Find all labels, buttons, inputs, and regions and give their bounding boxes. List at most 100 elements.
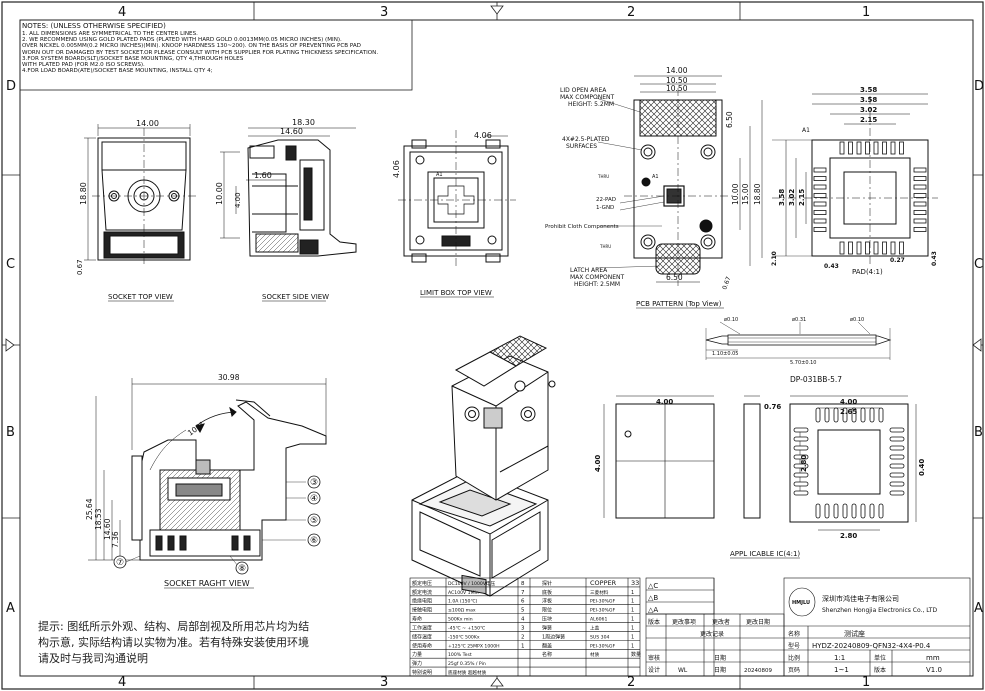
ic-pad	[793, 481, 809, 487]
bom-part-material: AL6061	[590, 617, 607, 623]
pcb-plated-label: 4X#2.5-PLATED	[562, 136, 610, 143]
bom-part-material: PEI-30%GF	[590, 599, 615, 605]
bom-spec-value: +125℃ 25MPX 1000H	[448, 643, 500, 649]
pcb-width-dim-2: 10.50	[666, 76, 688, 85]
page-label: 页码	[788, 666, 800, 674]
bom-part-name: 翻盖	[542, 642, 552, 649]
bom-part-qty: 1	[631, 643, 634, 649]
pad-mark	[899, 241, 904, 255]
ic-pad	[815, 503, 821, 519]
zone-row-b-right: B	[974, 425, 983, 440]
bom-spec-key: 弹力	[412, 660, 422, 667]
version-value: V1.0	[926, 666, 942, 674]
top-bottom-dim: 0.67	[76, 259, 84, 275]
ic-pad	[824, 503, 830, 519]
ic-pad	[860, 503, 866, 519]
model-label: 型号	[788, 642, 800, 650]
rev-header-version: 版本	[648, 618, 660, 626]
limit-box-height-dim: 4.06	[392, 160, 401, 178]
pad-dim-e: 0.43	[824, 263, 839, 270]
bom-part-number: 1	[521, 643, 525, 649]
bom-part-number: 2	[521, 634, 525, 640]
pcb-latch-label-2: MAX COMPONENT	[570, 274, 624, 281]
pad-mark	[839, 141, 845, 155]
zone-col-4-bottom: 4	[118, 675, 126, 690]
pad-mark	[873, 141, 879, 155]
pad-dim-g: 0.43	[931, 251, 938, 266]
zone-col-3-top: 3	[380, 5, 388, 20]
pad-dim-c: 3.02	[860, 106, 877, 114]
title-block	[783, 577, 971, 677]
pcb-pattern-view	[595, 75, 763, 286]
bom-spec-key: 储存温度	[412, 633, 432, 640]
pcb-height-dim-2: 10.00	[731, 183, 740, 205]
pad-mark	[848, 241, 853, 255]
ic2-height-dim: 2.80	[800, 455, 808, 472]
pcb-pattern-title: PCB PATTERN (Top View)	[636, 300, 722, 308]
callout-8: ⑧	[238, 564, 246, 574]
ic-pad	[815, 407, 821, 423]
zone-row-d-right: D	[974, 79, 984, 94]
pad-dim-v1: 3.58	[778, 189, 786, 206]
pcb-height-dim-3: 15.00	[741, 183, 750, 205]
callout-circles	[113, 475, 321, 575]
ic-pad	[793, 463, 809, 469]
bom-spec-key: 额定电流	[412, 589, 432, 596]
pad-mark	[813, 210, 827, 215]
socket-top-view	[84, 124, 196, 265]
bom-part-qty: 1	[631, 617, 634, 623]
zone-col-3-bottom: 3	[380, 675, 388, 690]
notes-box	[19, 19, 413, 91]
model-value: HYDZ-20240809-QFN32-4X4-P0.4	[812, 642, 931, 650]
right-view-height-dim-2: 18.53	[94, 508, 103, 530]
ic-pad	[869, 503, 875, 519]
ic-height-dim: 4.00	[594, 455, 602, 472]
bom-spec-key: 力量	[412, 651, 422, 658]
pcb-width-dim-1: 14.00	[666, 66, 688, 75]
pcb-prohibit-label: Prohibit Cloth Components	[545, 224, 619, 230]
pad-mark	[813, 184, 827, 190]
company-name-cn: 深圳市鸿佳电子有限公司	[822, 594, 899, 603]
company-logo: HMJLU	[792, 600, 810, 606]
zone-row-a-left: A	[6, 601, 15, 616]
bom-spec-value: 底座材质 超越材质	[448, 669, 487, 676]
pad-mark	[913, 227, 927, 232]
bom-part-material: 材质	[590, 651, 600, 658]
bom-spec-key: 特别说明	[412, 669, 432, 676]
chinese-note: 提示: 图纸所示外观、结构、局部剖视及所用芯片均为结构示意, 实际结构请以实物为…	[38, 620, 310, 665]
ic-pad	[869, 407, 875, 423]
bom-part-qty: 1	[631, 590, 634, 596]
callout-7: ⑦	[116, 558, 124, 568]
bom-part-name: 浮板	[542, 598, 552, 605]
pcb-latch-label-3: HEIGHT: 2.5MM	[574, 281, 620, 288]
bom-part-material: PEI-30%GF	[590, 643, 615, 649]
bom-table	[409, 577, 641, 677]
pad-mark	[813, 227, 827, 232]
bom-spec-value: 25gf 0.35% / Pin	[448, 661, 486, 667]
socket-isometric-view	[411, 335, 556, 597]
ic-pad	[889, 454, 905, 460]
rev-header-change: 更改事项	[672, 618, 696, 626]
bom-part-name: 弹簧	[542, 624, 552, 631]
ic2-width-dim: 4.00	[840, 398, 857, 406]
rev-header-date: 更改日期	[746, 618, 770, 626]
bom-spec-value: AC100V 1Min	[448, 590, 479, 596]
pad-mark	[873, 241, 879, 255]
right-view-width-dim: 30.98	[218, 373, 240, 382]
bom-spec-value: DC100V / 1000V电压	[448, 580, 496, 587]
center-arrow-bottom	[490, 677, 504, 687]
pad-mark	[913, 193, 927, 198]
pcb-thru-label-2: THRU	[599, 244, 611, 249]
design-label: 设计	[648, 666, 660, 674]
pad-mark	[913, 210, 927, 215]
bom-part-material: SUS 304	[590, 634, 609, 640]
zone-row-a-right: A	[974, 601, 983, 616]
pcb-latch-label: LATCH AREA	[570, 267, 608, 274]
pad-mark	[813, 218, 827, 224]
note-line-7: 4.FOR LOAD BOARD(ATE)/SOCKET BASE MOUNTI…	[22, 68, 213, 75]
note-line-4: WORN OUT OR DAMAGED BY TEST SOCKET.OR PL…	[22, 49, 379, 56]
bom-part-material: PEI-30%GF	[590, 608, 615, 614]
ic-pad	[793, 472, 809, 478]
socket-side-view	[220, 127, 357, 257]
